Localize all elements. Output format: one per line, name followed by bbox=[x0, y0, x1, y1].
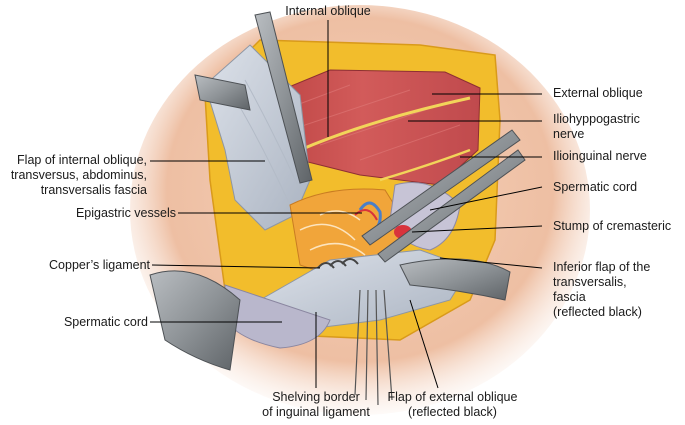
leader-lines bbox=[150, 20, 543, 389]
label-spermatic-cord-left: Spermatic cord bbox=[63, 315, 148, 329]
label-shelving-border: Shelving border of inguinal ligament bbox=[262, 390, 370, 419]
label-external-oblique: External oblique bbox=[553, 86, 643, 100]
spermatic-cord-lower bbox=[224, 284, 331, 349]
suture-threads bbox=[354, 289, 393, 406]
label-epigastric-vessels: Epigastric vessels bbox=[75, 206, 176, 220]
label-ilioinguinal-nerve: Ilioinguinal nerve bbox=[553, 149, 647, 163]
label-spermatic-cord-right: Spermatic cord bbox=[553, 180, 638, 194]
retractor-bottom-left bbox=[149, 270, 241, 371]
forceps-upper bbox=[254, 11, 313, 184]
leader-spermatic-cord-right bbox=[429, 186, 543, 211]
leader-stump-cremasteric bbox=[411, 225, 543, 233]
label-stump-cremasteric: Stump of cremasteric bbox=[553, 219, 672, 233]
label-flap-internal-oblique: Flap of internal oblique, transversus, a… bbox=[10, 153, 147, 197]
label-flap-external-oblique: Flap of external oblique (reflected blac… bbox=[387, 390, 518, 419]
suture-loops bbox=[317, 258, 359, 269]
preperitoneal-vessels bbox=[299, 210, 366, 256]
leader-coppers-ligament bbox=[151, 264, 321, 269]
leader-flap-external-oblique bbox=[409, 299, 439, 389]
ilioinguinal-nerve bbox=[379, 148, 471, 182]
forceps-right-upper bbox=[361, 129, 521, 246]
label-inferior-flap: Inferior flap of the transversalis, fasc… bbox=[553, 260, 651, 319]
iliohypogastric-nerve bbox=[299, 96, 471, 152]
muscle-fibers bbox=[269, 84, 461, 161]
label-iliohypogastric-nerve: Iliohyppogastric nerve bbox=[553, 112, 640, 141]
retractor-left bbox=[194, 74, 251, 111]
retractor-right bbox=[399, 258, 511, 301]
leader-inferior-flap bbox=[439, 257, 543, 269]
label-coppers-ligament: Copper’s ligament bbox=[49, 258, 150, 272]
label-internal-oblique: Internal oblique bbox=[285, 4, 371, 18]
